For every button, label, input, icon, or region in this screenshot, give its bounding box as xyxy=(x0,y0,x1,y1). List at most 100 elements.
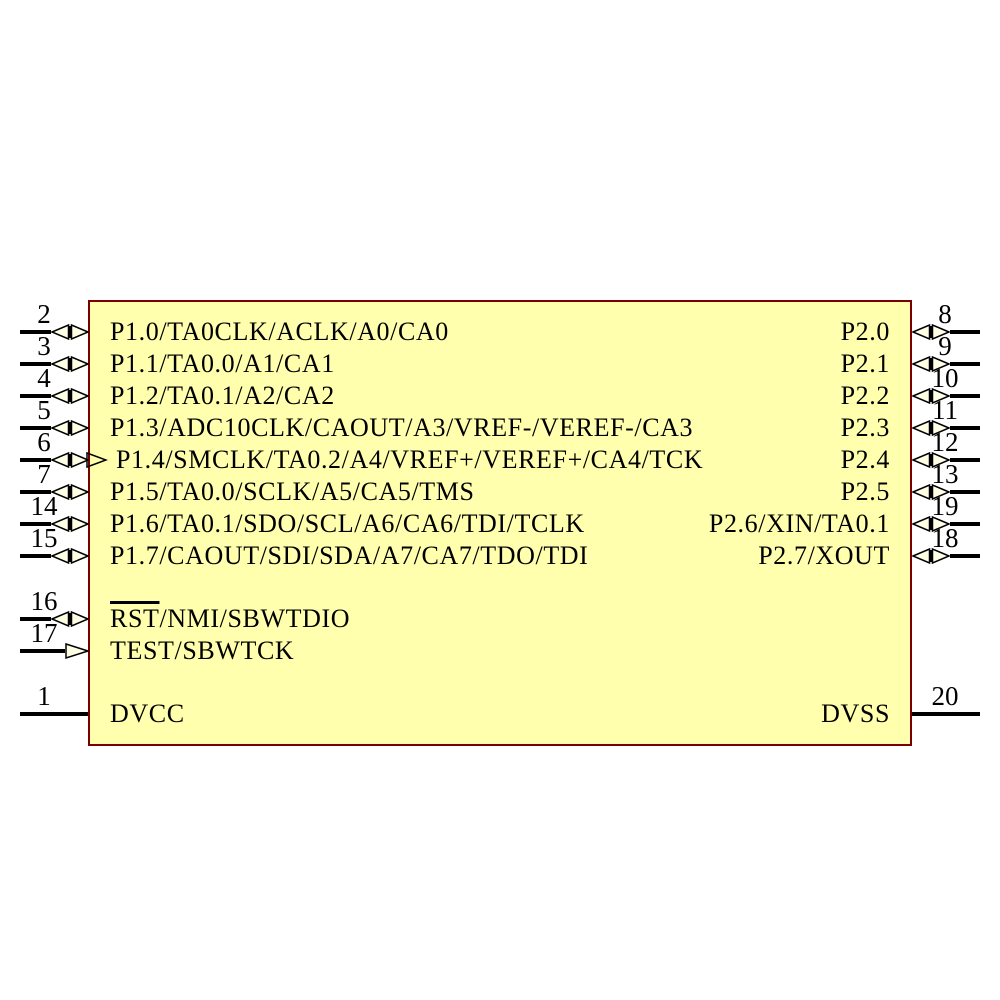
pin-label-rst: RST/NMI/SBWTDIO xyxy=(110,604,350,634)
pin-label-p1-7: P1.7/CAOUT/SDI/SDA/A7/CA7/TDO/TDI xyxy=(110,541,589,570)
pin-label-p2-2: P2.2 xyxy=(840,381,890,410)
pin-label-p1-3: P1.3/ADC10CLK/CAOUT/A3/VREF-/VEREF-/CA3 xyxy=(110,413,694,442)
pin-wire xyxy=(950,394,980,398)
pin-number: 9 xyxy=(938,331,952,361)
pin-16: 16 xyxy=(18,586,90,628)
chip-body: P1.0/TA0CLK/ACLK/A0/CA0 P1.1/TA0.0/A1/CA… xyxy=(88,300,912,746)
pin-wire xyxy=(20,522,51,526)
pin-label-p2-4: P2.4 xyxy=(840,445,890,474)
pin-number: 19 xyxy=(931,491,959,521)
pin-label-dvcc: DVCC xyxy=(110,699,185,728)
pin-label-p2-6: P2.6/XIN/TA0.1 xyxy=(708,509,890,538)
bidirectional-arrow-icon xyxy=(912,483,950,501)
bidirectional-arrow-icon xyxy=(51,419,89,437)
pin-number: 1 xyxy=(37,681,51,711)
pin-wire xyxy=(950,362,980,366)
pin-2: 2 xyxy=(18,299,90,341)
bidirectional-arrow-icon xyxy=(51,515,89,533)
pin-wire xyxy=(950,330,980,334)
pin-15: 15 xyxy=(18,523,90,565)
bidirectional-arrow-icon xyxy=(51,451,89,469)
pin-number: 13 xyxy=(931,459,959,489)
pin-19: 19 xyxy=(912,491,984,533)
pin-6: 6 xyxy=(18,427,108,469)
pin-label-p1-5: P1.5/TA0.0/SCLK/A5/CA5/TMS xyxy=(110,477,475,506)
pin-wire xyxy=(20,712,88,716)
pin-14: 14 xyxy=(18,491,90,533)
pin-number: 6 xyxy=(37,427,51,457)
bidirectional-arrow-icon xyxy=(51,610,89,628)
pin-number: 11 xyxy=(932,395,958,425)
pin-number: 17 xyxy=(30,618,58,648)
pin-17: 17 xyxy=(18,618,90,660)
bidirectional-arrow-icon xyxy=(912,355,950,373)
bidirectional-arrow-icon xyxy=(51,547,89,565)
pin-wire xyxy=(950,458,980,462)
pin-wire xyxy=(20,617,51,621)
pin-18: 18 xyxy=(912,523,984,565)
pin-wire xyxy=(20,554,51,558)
pin-wire xyxy=(20,649,65,653)
pin-label-p2-1: P2.1 xyxy=(840,349,890,378)
pin-number: 14 xyxy=(30,491,58,521)
rst-rest-text: /NMI/SBWTDIO xyxy=(159,604,351,633)
pin-5: 5 xyxy=(18,395,90,437)
pin-label-p2-5: P2.5 xyxy=(840,477,890,506)
pin-wire xyxy=(950,426,980,430)
pin-number: 8 xyxy=(938,299,952,329)
pin-wire xyxy=(20,490,51,494)
bidirectional-arrow-icon xyxy=(912,515,950,533)
pin-number: 5 xyxy=(37,395,51,425)
rst-overline-text: RST xyxy=(110,604,160,633)
pin-4: 4 xyxy=(18,363,90,405)
pin-8: 8 xyxy=(912,299,984,341)
pin-20: 20 xyxy=(912,681,984,720)
pin-number: 15 xyxy=(30,523,58,553)
pin-wire xyxy=(20,394,51,398)
pin-number: 3 xyxy=(37,331,51,361)
pin-label-p1-2: P1.2/TA0.1/A2/CA2 xyxy=(110,381,335,410)
pin-label-p2-0: P2.0 xyxy=(840,317,890,346)
pin-label-p1-1: P1.1/TA0.0/A1/CA1 xyxy=(110,349,335,378)
pin-12: 12 xyxy=(912,427,984,469)
pin-9: 9 xyxy=(912,331,984,373)
bidirectional-arrow-icon xyxy=(912,451,950,469)
output-arrow-icon xyxy=(86,451,108,469)
pin-wire xyxy=(20,362,51,366)
bidirectional-arrow-icon xyxy=(912,387,950,405)
pin-number: 7 xyxy=(37,459,51,489)
pin-wire xyxy=(950,490,980,494)
pin-number: 4 xyxy=(37,363,51,393)
pin-13: 13 xyxy=(912,459,984,501)
input-arrow-icon xyxy=(65,642,89,660)
pin-7: 7 xyxy=(18,459,90,501)
pin-number: 2 xyxy=(37,299,51,329)
pin-number: 10 xyxy=(931,363,959,393)
pin-number: 16 xyxy=(30,586,58,616)
pin-10: 10 xyxy=(912,363,984,405)
bidirectional-arrow-icon xyxy=(51,323,89,341)
pin-label-p2-3: P2.3 xyxy=(840,413,890,442)
bidirectional-arrow-icon xyxy=(51,387,89,405)
pin-wire xyxy=(912,712,980,716)
pin-number: 12 xyxy=(931,427,959,457)
pin-number: 20 xyxy=(931,681,959,711)
pin-wire xyxy=(20,330,51,334)
pin-wire xyxy=(950,554,980,558)
pin-label-p1-0: P1.0/TA0CLK/ACLK/A0/CA0 xyxy=(110,317,449,346)
bidirectional-arrow-icon xyxy=(912,547,950,565)
bidirectional-arrow-icon xyxy=(912,323,950,341)
pin-label-p2-7: P2.7/XOUT xyxy=(758,541,890,570)
pin-label-dvss: DVSS xyxy=(821,699,890,728)
pin-number: 18 xyxy=(931,523,959,553)
pin-11: 11 xyxy=(912,395,984,437)
pin-1: 1 xyxy=(18,681,90,720)
pin-wire xyxy=(20,426,51,430)
pin-wire xyxy=(20,458,51,462)
pin-label-p1-6: P1.6/TA0.1/SDO/SCL/A6/CA6/TDI/TCLK xyxy=(110,509,585,538)
pin-wire xyxy=(950,522,980,526)
bidirectional-arrow-icon xyxy=(51,355,89,373)
pin-label-test: TEST/SBWTCK xyxy=(110,636,295,665)
pin-3: 3 xyxy=(18,331,90,373)
